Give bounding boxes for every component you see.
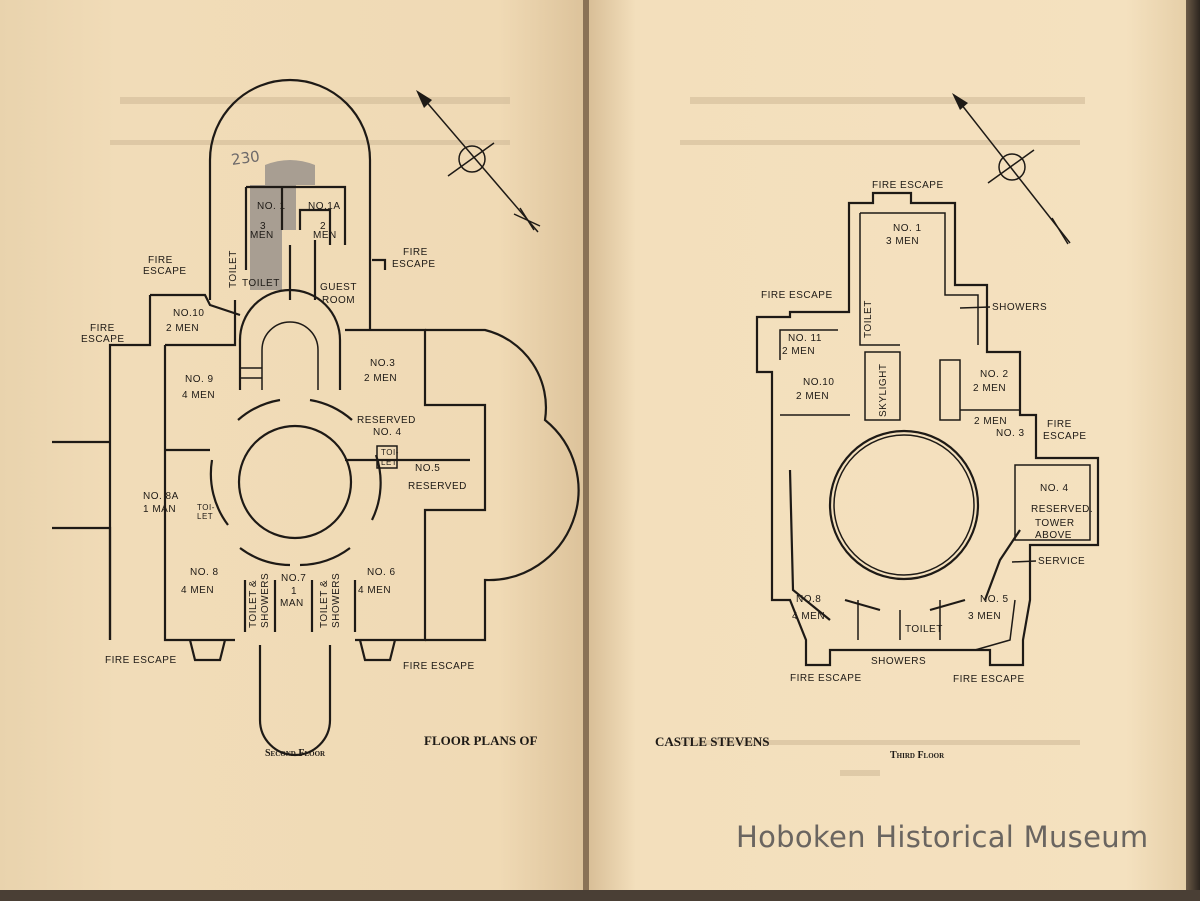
room-label: FIRE	[403, 247, 428, 258]
room-label: FIRE	[1047, 419, 1072, 430]
room-label: 4 MEN	[792, 611, 825, 622]
room-label: FIRE ESCAPE	[953, 674, 1025, 685]
room-label: NO.5	[415, 463, 440, 474]
room-label: NO. 5	[980, 594, 1009, 605]
room-label: 3 MEN	[886, 236, 919, 247]
room-label: FIRE ESCAPE	[790, 673, 862, 684]
room-label: FIRE	[90, 323, 115, 334]
room-label: TOI-	[381, 448, 399, 457]
room-label: SKYLIGHT	[878, 364, 889, 417]
room-label: TOILET	[863, 300, 874, 338]
book-gutter	[583, 0, 589, 893]
room-label: RESERVED	[357, 415, 416, 426]
room-label: RESERVED	[408, 481, 467, 492]
room-label: ESCAPE	[143, 266, 187, 277]
room-label: NO.10	[173, 308, 204, 319]
room-label: 4 MEN	[358, 585, 391, 596]
room-label: TOILET &	[248, 580, 259, 628]
room-label: FIRE ESCAPE	[761, 290, 833, 301]
room-label: NO. 6	[367, 567, 396, 578]
room-label: 2 MEN	[796, 391, 829, 402]
room-label: ESCAPE	[392, 259, 436, 270]
room-label: ROOM	[322, 295, 355, 306]
room-label: NO. 9	[185, 374, 214, 385]
room-label: NO.10	[803, 377, 834, 388]
room-label: 1 MAN	[143, 504, 176, 515]
room-label: FIRE ESCAPE	[105, 655, 177, 666]
title-right: CASTLE STEVENS	[655, 734, 770, 749]
room-label: 4 MEN	[181, 585, 214, 596]
room-label: GUEST	[320, 282, 357, 293]
third-floor-plan	[755, 93, 1100, 667]
bleed-through-text	[110, 97, 1085, 776]
room-label: TOWER	[1035, 518, 1075, 529]
room-label: 2 MEN	[364, 373, 397, 384]
room-label: FIRE ESCAPE	[872, 180, 944, 191]
compass-north-arrow-right	[952, 93, 1071, 245]
room-label: SERVICE	[1038, 556, 1085, 567]
room-label: NO. 8	[190, 567, 219, 578]
room-label: 3	[260, 221, 266, 232]
third-floor-caption: Third Floor	[890, 750, 945, 761]
room-label: NO.8	[796, 594, 821, 605]
left-page	[0, 0, 586, 893]
room-label: TOILET	[242, 278, 280, 289]
room-label: NO. 1	[893, 223, 922, 234]
second-floor-caption: Second Floor	[265, 748, 326, 759]
room-label: NO.3	[370, 358, 395, 369]
second-floor-plan	[52, 78, 580, 757]
compass-north-arrow-left	[416, 90, 541, 233]
room-label: MEN	[313, 230, 337, 241]
pencil-note: 230	[230, 147, 261, 169]
room-label: TOILET	[228, 250, 239, 288]
room-label: NO.1A	[308, 201, 341, 212]
room-label: NO. 1	[257, 201, 286, 212]
room-label: ABOVE	[1035, 530, 1072, 541]
room-label: NO. 8A	[143, 491, 179, 502]
bottom-edge	[0, 890, 1200, 901]
museum-watermark: Hoboken Historical Museum	[736, 820, 1149, 854]
room-label: TOILET &	[319, 580, 330, 628]
room-label: ESCAPE	[81, 334, 125, 345]
room-label: SHOWERS	[871, 656, 926, 667]
room-label: 2 MEN	[782, 346, 815, 357]
room-label: NO. 11	[788, 333, 822, 344]
room-label: LET	[197, 512, 213, 521]
room-label: SHOWERS	[331, 573, 342, 628]
room-label: MAN	[280, 598, 304, 609]
room-label: NO. 4	[1040, 483, 1069, 494]
room-label: 4 MEN	[182, 390, 215, 401]
room-label: LET	[381, 458, 397, 467]
third-floor-labels: FIRE ESCAPE NO. 1 3 MEN FIRE ESCAPE SHOW…	[655, 180, 1093, 761]
room-label: SHOWERS	[992, 302, 1047, 313]
room-label: 2	[320, 221, 326, 232]
room-label: 1	[291, 586, 297, 597]
room-label: SHOWERS	[260, 573, 271, 628]
page-edges	[1186, 0, 1200, 901]
room-label: NO.7	[281, 573, 306, 584]
room-label: FIRE	[148, 255, 173, 266]
room-label: NO. 4	[373, 427, 402, 438]
room-label: NO. 3	[996, 428, 1025, 439]
room-label: TOILET	[905, 624, 943, 635]
room-label: RESERVED.	[1031, 504, 1093, 515]
room-label: NO. 2	[980, 369, 1009, 380]
room-label: 2 MEN	[166, 323, 199, 334]
room-label: 2 MEN	[973, 383, 1006, 394]
room-label: ESCAPE	[1043, 431, 1087, 442]
room-label: MEN	[250, 230, 274, 241]
room-label: TOI-	[197, 503, 215, 512]
room-label: FIRE ESCAPE	[403, 661, 475, 672]
second-floor-labels: 230 NO. 1 3 MEN NO.1A 2 MEN TOILET TOILE…	[81, 147, 537, 759]
title-left: FLOOR PLANS OF	[424, 733, 537, 748]
room-label: 2 MEN	[974, 416, 1007, 427]
room-label: 3 MEN	[968, 611, 1001, 622]
